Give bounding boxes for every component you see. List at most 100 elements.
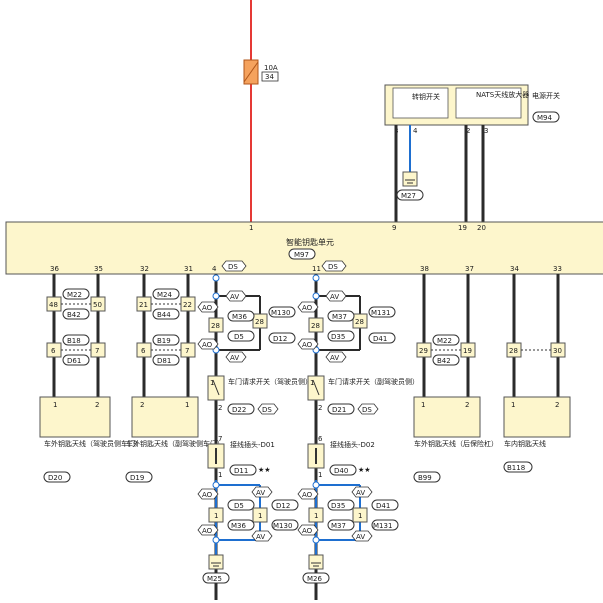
svg-text:28: 28 — [355, 318, 364, 326]
svg-text:30: 30 — [553, 347, 562, 355]
svg-text:M131: M131 — [373, 522, 392, 530]
svg-text:车外钥匙天线（驾驶员侧车门）: 车外钥匙天线（驾驶员侧车门） — [44, 439, 142, 448]
svg-text:33: 33 — [553, 265, 562, 273]
svg-text:32: 32 — [140, 265, 149, 273]
svg-text:19: 19 — [458, 224, 467, 232]
svg-text:1: 1 — [318, 471, 322, 479]
svg-text:22: 22 — [183, 301, 192, 309]
svg-text:D11: D11 — [234, 467, 248, 475]
svg-text:1: 1 — [249, 224, 253, 232]
svg-text:19: 19 — [463, 347, 472, 355]
svg-text:1: 1 — [210, 379, 214, 387]
svg-text:1: 1 — [421, 401, 425, 409]
svg-text:AV: AV — [256, 489, 265, 497]
svg-text:38: 38 — [420, 265, 429, 273]
svg-text:D61: D61 — [67, 357, 81, 365]
svg-text:D19: D19 — [130, 474, 144, 482]
pin-3: 3 — [484, 127, 488, 135]
svg-text:M130: M130 — [273, 522, 292, 530]
svg-text:B19: B19 — [157, 337, 171, 345]
svg-text:20: 20 — [477, 224, 486, 232]
svg-text:D41: D41 — [373, 335, 387, 343]
jumper-d02: 6 1 接线插头-D02 D40 ★★ — [307, 435, 375, 479]
ds-tag-right: DS — [321, 260, 347, 272]
svg-text:D40: D40 — [334, 467, 348, 475]
svg-text:接线插头-D02: 接线插头-D02 — [330, 440, 375, 449]
svg-text:D20: D20 — [48, 474, 62, 482]
jumper-d01: 7 1 接线插头-D01 D11 ★★ — [207, 435, 275, 479]
svg-text:6: 6 — [141, 347, 146, 355]
svg-text:B118: B118 — [507, 464, 525, 472]
svg-text:M25: M25 — [207, 575, 222, 583]
svg-text:DS: DS — [262, 406, 272, 414]
svg-text:28: 28 — [311, 322, 320, 330]
svg-text:D21: D21 — [332, 406, 346, 414]
ecu-connector: M97 — [294, 251, 309, 259]
ground-icon — [308, 554, 324, 570]
svg-text:1: 1 — [511, 401, 515, 409]
antenna-b99: 1 2 车外钥匙天线（后保险杠） B99 — [413, 396, 498, 483]
lower-joint-right: AO AV D35 D41 1 1 M37 M131 AO AV M26 — [297, 480, 399, 584]
svg-text:B44: B44 — [157, 311, 171, 319]
svg-text:2: 2 — [95, 401, 99, 409]
svg-text:★★: ★★ — [358, 466, 371, 474]
fuse: 10A 34 — [243, 59, 279, 85]
svg-text:M37: M37 — [332, 313, 347, 321]
svg-text:AV: AV — [356, 533, 365, 541]
svg-text:1: 1 — [218, 471, 222, 479]
smart-key-unit: 1 9 19 20 智能钥匙单元 M97 36 35 32 31 4 11 38… — [5, 221, 603, 275]
svg-text:M22: M22 — [437, 337, 452, 345]
svg-text:★★: ★★ — [258, 466, 271, 474]
svg-text:9: 9 — [392, 224, 396, 232]
svg-text:6: 6 — [318, 435, 323, 443]
svg-text:7: 7 — [185, 347, 189, 355]
joint-left-lower: 6 7 B18 D61 — [46, 334, 106, 366]
svg-text:1: 1 — [53, 401, 57, 409]
svg-text:AO: AO — [302, 341, 313, 349]
svg-text:车门请求开关（驾驶员侧）: 车门请求开关（驾驶员侧） — [228, 377, 312, 386]
fuse-number: 34 — [265, 73, 274, 81]
pin-4: 4 — [413, 127, 418, 135]
svg-text:36: 36 — [50, 265, 59, 273]
svg-text:M24: M24 — [157, 291, 172, 299]
door-switch-driver-harness: AV AO 28 28 M36 M130 D5 D12 AO AV — [197, 274, 296, 600]
svg-text:D41: D41 — [376, 502, 390, 510]
svg-text:AV: AV — [330, 354, 339, 362]
svg-text:28: 28 — [509, 347, 518, 355]
svg-text:AO: AO — [302, 491, 313, 499]
svg-text:28: 28 — [211, 322, 220, 330]
svg-text:AV: AV — [356, 489, 365, 497]
ds-tag-left: DS — [221, 260, 247, 272]
svg-text:48: 48 — [49, 301, 58, 309]
svg-text:11: 11 — [312, 265, 321, 273]
door-switch-driver: 1 2 车门请求开关（驾驶员侧） D22 DS — [207, 375, 312, 415]
svg-text:M37: M37 — [331, 522, 346, 530]
svg-text:M22: M22 — [67, 291, 82, 299]
svg-text:2: 2 — [318, 404, 322, 412]
svg-text:D5: D5 — [234, 502, 244, 510]
antenna-d20: 1 2 车外钥匙天线（驾驶员侧车门） D20 — [39, 396, 142, 483]
svg-text:2: 2 — [555, 401, 559, 409]
svg-text:车外钥匙天线（后保险杠）: 车外钥匙天线（后保险杠） — [414, 439, 498, 448]
svg-text:AO: AO — [202, 304, 213, 312]
svg-text:D22: D22 — [232, 406, 246, 414]
svg-text:AO: AO — [202, 341, 213, 349]
svg-text:21: 21 — [139, 301, 148, 309]
svg-text:31: 31 — [184, 265, 193, 273]
svg-text:1: 1 — [310, 379, 314, 387]
svg-text:AV: AV — [230, 354, 239, 362]
svg-text:2: 2 — [140, 401, 144, 409]
ground-icon — [402, 171, 418, 187]
svg-text:2: 2 — [218, 404, 222, 412]
svg-text:7: 7 — [218, 435, 222, 443]
svg-text:M131: M131 — [371, 309, 390, 317]
svg-text:AO: AO — [302, 304, 313, 312]
joint-mid-lower: 6 7 B19 D81 — [136, 334, 196, 366]
svg-text:接线插头-D01: 接线插头-D01 — [230, 440, 275, 449]
svg-text:37: 37 — [465, 265, 474, 273]
svg-text:34: 34 — [510, 265, 519, 273]
svg-text:D81: D81 — [157, 357, 171, 365]
svg-text:DS: DS — [328, 263, 338, 271]
svg-text:车门请求开关（副驾驶员侧）: 车门请求开关（副驾驶员侧） — [328, 377, 419, 386]
fuse-rating: 10A — [264, 64, 278, 72]
